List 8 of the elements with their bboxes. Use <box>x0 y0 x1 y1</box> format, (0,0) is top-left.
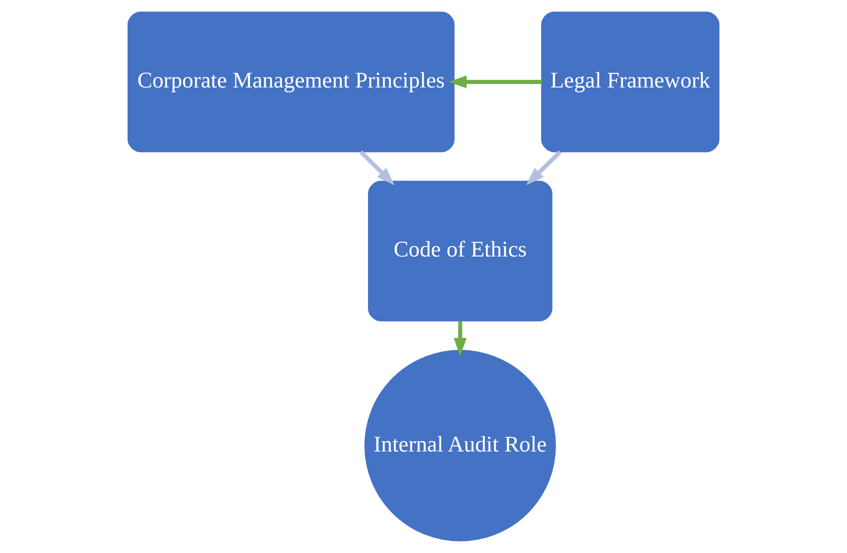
arrow <box>359 150 395 186</box>
arrow <box>448 75 542 88</box>
node-box: Legal Framework <box>541 12 720 152</box>
node-box: Code of Ethics <box>368 180 552 322</box>
node-box: Corporate Management Principles <box>128 12 455 152</box>
arrow <box>454 321 467 356</box>
arrow <box>526 150 562 186</box>
node-circle: Internal Audit Role <box>364 350 556 542</box>
